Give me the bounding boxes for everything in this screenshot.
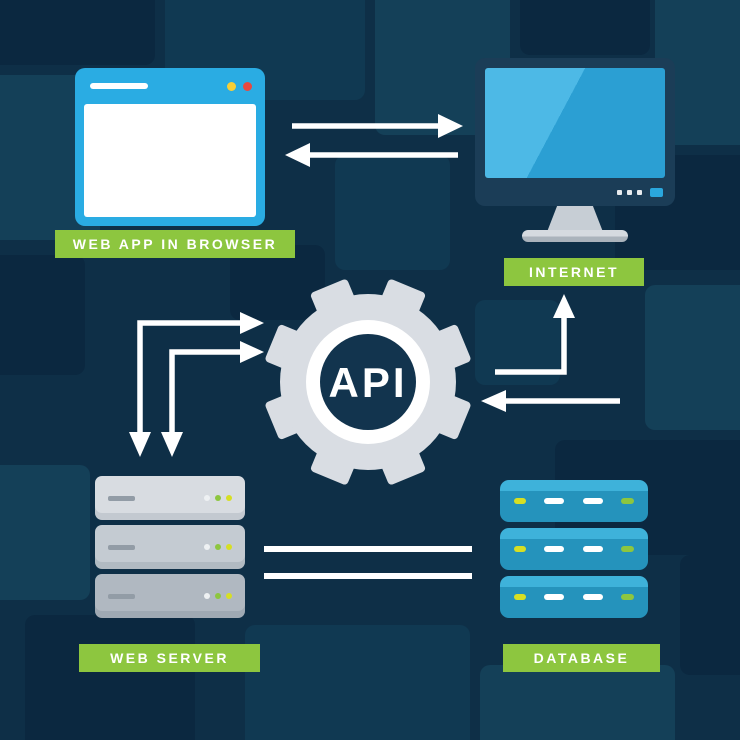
led-white-icon	[204, 544, 210, 550]
label-web-server: WEB SERVER	[79, 644, 260, 672]
db-light-yellow-icon	[514, 594, 526, 600]
arrowhead-right-icon	[240, 312, 264, 334]
monitor-controls	[617, 188, 663, 197]
background-tile	[520, 0, 650, 55]
label-database: DATABASE	[503, 644, 660, 672]
server-vent	[108, 593, 135, 599]
background-tile	[0, 0, 155, 65]
server-vent	[108, 544, 135, 550]
monitor-screen	[485, 68, 665, 178]
browser-window-icon	[75, 68, 265, 226]
server-leds	[204, 544, 232, 550]
arrow-line	[169, 349, 240, 434]
server-stack-icon	[95, 476, 245, 618]
monitor-button-icon	[627, 190, 632, 195]
db-light-green-icon	[620, 546, 634, 552]
arrowhead-down-icon	[129, 432, 151, 457]
led-yellow-icon	[226, 544, 232, 550]
background-tile	[680, 555, 740, 675]
arrowhead-up-icon	[553, 294, 575, 318]
window-button-yellow-icon	[227, 81, 236, 91]
server-leds	[204, 495, 232, 501]
arrow-webapp-to-internet	[285, 114, 463, 167]
db-slot-icon	[544, 546, 565, 552]
window-button-red-icon	[243, 81, 252, 91]
db-light-yellow-icon	[514, 546, 526, 552]
server-unit	[95, 476, 245, 520]
api-label: API	[328, 359, 407, 406]
background-tile	[480, 665, 675, 740]
background-tile	[645, 285, 740, 430]
background-tile	[0, 255, 85, 375]
db-slot-icon	[582, 498, 603, 504]
background-tile	[25, 615, 195, 740]
api-gear-icon: API	[265, 279, 471, 485]
browser-window-buttons	[227, 81, 252, 91]
database-unit	[500, 528, 648, 570]
monitor-button-icon	[637, 190, 642, 195]
monitor-stand-neck	[547, 206, 603, 232]
background-tile	[245, 625, 470, 740]
server-unit	[95, 574, 245, 618]
db-slot-icon	[582, 594, 603, 600]
database-unit	[500, 480, 648, 522]
led-yellow-icon	[226, 495, 232, 501]
background-tile	[0, 465, 90, 600]
database-unit	[500, 576, 648, 618]
led-green-icon	[215, 593, 221, 599]
led-white-icon	[204, 593, 210, 599]
browser-titlebar	[75, 68, 265, 104]
monitor-icon	[475, 58, 675, 242]
database-stack-icon	[500, 480, 648, 618]
label-internet: INTERNET	[504, 258, 644, 286]
db-light-green-icon	[620, 594, 634, 600]
arrowhead-left-icon	[285, 143, 310, 167]
monitor-stand-base	[522, 230, 628, 242]
arrowhead-right-icon	[240, 341, 264, 363]
server-vent	[108, 495, 135, 501]
arrow-line	[495, 316, 567, 375]
led-yellow-icon	[226, 593, 232, 599]
db-slot-icon	[582, 546, 603, 552]
db-slot-icon	[544, 594, 565, 600]
led-white-icon	[204, 495, 210, 501]
db-light-yellow-icon	[514, 498, 526, 504]
server-unit	[95, 525, 245, 569]
background-tile	[335, 155, 450, 270]
arrow-webserver-to-api	[129, 312, 264, 457]
db-slot-icon	[544, 498, 565, 504]
arrowhead-left-icon	[481, 390, 506, 412]
monitor-power-icon	[650, 188, 663, 197]
server-leds	[204, 593, 232, 599]
arrowhead-right-icon	[438, 114, 463, 138]
led-green-icon	[215, 544, 221, 550]
line-webserver-to-database	[264, 546, 472, 579]
arrow-api-to-internet	[481, 294, 620, 412]
led-green-icon	[215, 495, 221, 501]
db-light-green-icon	[620, 498, 634, 504]
browser-content-area	[84, 104, 256, 217]
label-web-app-in-browser: WEB APP IN BROWSER	[55, 230, 295, 258]
arrowhead-down-icon	[161, 432, 183, 457]
monitor-button-icon	[617, 190, 622, 195]
browser-urlbar	[90, 83, 148, 89]
gear-center	[320, 334, 416, 430]
arrow-line	[137, 320, 240, 434]
monitor-bezel	[475, 58, 675, 206]
